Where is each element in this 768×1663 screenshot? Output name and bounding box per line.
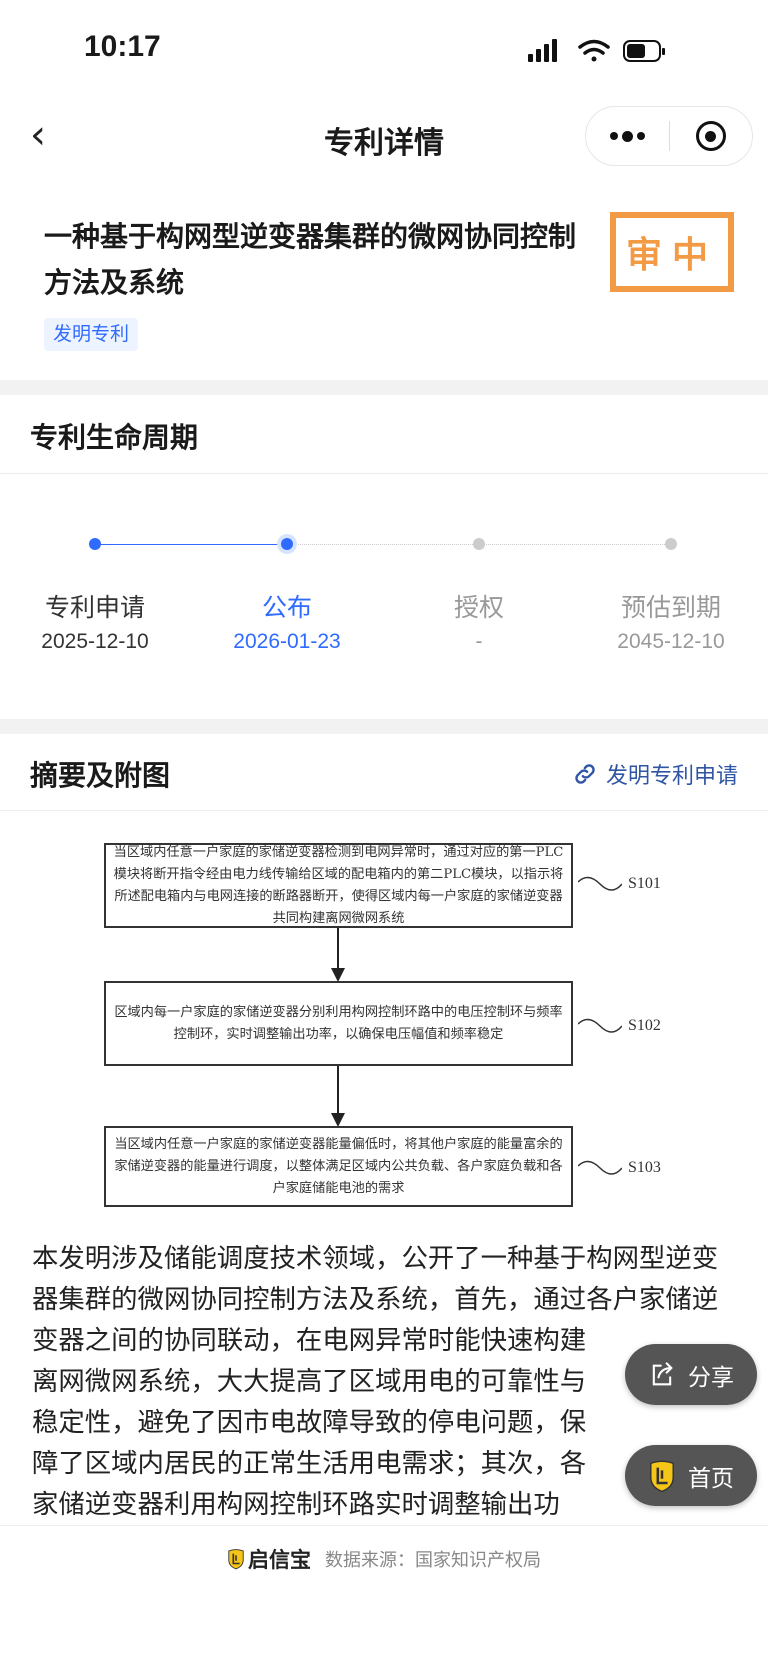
- step-date: 2026-01-23: [233, 630, 341, 653]
- brand-name: 启信宝: [248, 1548, 311, 1572]
- page-title: 专利详情: [324, 126, 444, 161]
- footer-brand: 启信宝: [227, 1544, 311, 1574]
- lifecycle-title: 专利生命周期: [30, 421, 199, 454]
- share-icon: [652, 1361, 673, 1385]
- footer-source-row: 启信宝 数据来源：国家知识产权局: [0, 1544, 768, 1574]
- patent-title: 一种基于构网型逆变器集群的微网协同控制方法及系统: [44, 220, 577, 299]
- step-date: 2045-12-10: [617, 630, 725, 653]
- status-time: 10:17: [84, 30, 161, 63]
- step-date: 2025-12-10: [41, 630, 149, 653]
- home-label: 首页: [688, 1465, 734, 1492]
- flowchart-step-box: 区域内每一户家庭的家储逆变器分别利用构网控制环路中的电压控制环与频率控制环，实时…: [104, 981, 573, 1066]
- float-spacer: [737, 1238, 738, 1334]
- footer: [0, 1525, 768, 1663]
- leader-wave: [578, 1018, 622, 1033]
- divider: [0, 473, 768, 474]
- home-button[interactable]: 首页: [625, 1445, 757, 1506]
- link-icon: [575, 764, 595, 784]
- step-id: S101: [628, 875, 661, 892]
- signal-icon: [528, 39, 557, 62]
- step-label: 公布: [261, 593, 312, 622]
- leader-wave: [578, 876, 622, 891]
- qixinbao-logo-icon: [650, 1460, 674, 1492]
- share-button[interactable]: 分享: [625, 1344, 757, 1405]
- timeline-dot-pending: [665, 538, 677, 550]
- back-chevron-icon[interactable]: ‹: [30, 112, 46, 158]
- flowchart-step-box: 当区域内任意一户家庭的家储逆变器能量偏低时，将其他户家庭的能量富余的家储逆变器的…: [104, 1126, 573, 1207]
- timeline-dot-done: [89, 538, 101, 550]
- more-icon[interactable]: [586, 130, 669, 142]
- flow-arrow: [331, 1066, 345, 1127]
- flow-arrow: [331, 928, 345, 982]
- mini-program-capsule: [585, 106, 753, 166]
- wifi-icon: [578, 39, 610, 62]
- step-id: S102: [628, 1017, 661, 1034]
- step-label: 预估到期: [620, 593, 721, 622]
- step-label: 专利申请: [44, 593, 145, 622]
- battery-icon: [623, 40, 665, 62]
- section-gap: [0, 719, 768, 734]
- timeline-dot-current: [281, 538, 293, 550]
- step-date: -: [475, 630, 483, 653]
- step-id: S103: [628, 1159, 661, 1176]
- divider: [0, 810, 768, 811]
- data-source: 数据来源：国家知识产权局: [325, 1550, 541, 1571]
- step-label: 授权: [453, 593, 504, 622]
- patent-application-link[interactable]: 发明专利申请: [572, 758, 738, 790]
- patent-type-tag: 发明专利: [44, 318, 139, 351]
- timeline-line-done: [95, 544, 287, 545]
- abstract-block: 本发明涉及储能调度技术领域，公开了一种基于构网型逆变器集群的微网协同控制方法及系…: [32, 1238, 738, 1525]
- section-gap: [0, 380, 768, 395]
- qixinbao-logo-icon: [228, 1549, 244, 1570]
- status-stamp: 审中: [610, 212, 734, 292]
- abstract-title: 摘要及附图: [30, 759, 171, 792]
- flowchart-step-box: 当区域内任意一户家庭的家储逆变器检测到电网异常时，通过对应的第一PLC模块将断开…: [104, 843, 573, 928]
- link-label: 发明专利申请: [605, 764, 738, 789]
- share-label: 分享: [688, 1364, 734, 1391]
- leader-wave: [578, 1160, 622, 1175]
- close-target-icon[interactable]: [670, 121, 753, 151]
- timeline-dot-pending: [473, 538, 485, 550]
- status-icons: [528, 39, 665, 62]
- abstract-text: 本发明涉及储能调度技术领域，公开了一种基于构网型逆变器集群的微网协同控制方法及系…: [32, 1243, 719, 1520]
